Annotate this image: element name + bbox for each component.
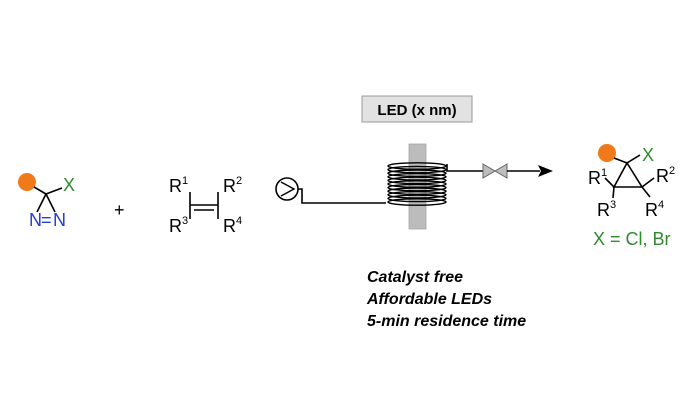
condition-item: Catalyst free — [367, 269, 463, 286]
coil-winding — [387, 172, 447, 181]
coil-reactor — [387, 162, 447, 206]
product-r4-label: R4 — [645, 199, 664, 220]
nitrogen-bond-label: = — [41, 210, 52, 230]
coil-winding — [387, 183, 447, 192]
coil-winding — [387, 187, 447, 196]
coil-winding — [387, 180, 447, 188]
alkene-reactant: R1 R2 R3 R4 — [169, 175, 242, 236]
alkene-r1-label: R1 — [169, 175, 188, 196]
alkene-r3-label: R3 — [169, 215, 188, 236]
cyclopropane-ring — [612, 161, 644, 188]
alkene-r4-label: R4 — [223, 215, 242, 236]
nitrogen-right-label: N — [53, 210, 66, 230]
product-bond-x — [626, 154, 641, 164]
diazirine-x-label: X — [63, 175, 75, 195]
outlet-arrowhead-icon — [538, 165, 553, 177]
flow-setup: LED (x nm) — [275, 95, 553, 230]
outlet-tubing — [446, 164, 483, 172]
pump-arrow-icon — [280, 181, 296, 197]
coil-winding — [387, 190, 447, 199]
ring-bond-right — [45, 193, 56, 213]
diazirine-reactant: X N = N — [18, 173, 75, 230]
coil-winding — [387, 194, 447, 203]
alkene-r2-label: R2 — [223, 175, 242, 196]
led-label: LED (x nm) — [377, 102, 456, 119]
coil-winding — [387, 165, 447, 174]
ring-bond-left — [36, 193, 47, 213]
cyclopropane-product: X R1 R2 R3 R4 X = Cl, Br — [588, 144, 675, 249]
led-label-box — [361, 95, 473, 123]
halogen-note: X = Cl, Br — [593, 229, 671, 249]
product-r1-label: R1 — [588, 167, 607, 188]
product-r3-label: R3 — [597, 199, 616, 220]
product-bond-dot — [613, 157, 628, 164]
valve-left-icon — [482, 163, 496, 179]
product-bond-r2 — [641, 177, 655, 188]
coil-winding — [387, 169, 447, 178]
substituent-dot — [18, 173, 36, 191]
product-bond-r4 — [641, 186, 651, 198]
nitrogen-left-label: N — [29, 210, 42, 230]
plus-sign: + — [114, 200, 125, 220]
product-substituent-dot — [598, 144, 616, 162]
inlet-tubing — [298, 188, 386, 204]
condition-item: 5-min residence time — [367, 313, 526, 330]
coil-winding — [387, 198, 447, 206]
product-r2-label: R2 — [656, 165, 675, 186]
product-bond-r3 — [612, 186, 615, 199]
valve-right-icon — [494, 163, 508, 179]
coil-winding — [387, 162, 447, 170]
bond-dot-carbon — [33, 186, 47, 195]
coil-winding — [387, 176, 447, 185]
condition-item: Affordable LEDs — [366, 291, 492, 308]
bond-carbon-x — [45, 187, 63, 195]
product-bond-r1 — [604, 177, 615, 188]
product-x-label: X — [642, 145, 654, 165]
conditions-list: Catalyst free Affordable LEDs 5-min resi… — [366, 269, 526, 330]
